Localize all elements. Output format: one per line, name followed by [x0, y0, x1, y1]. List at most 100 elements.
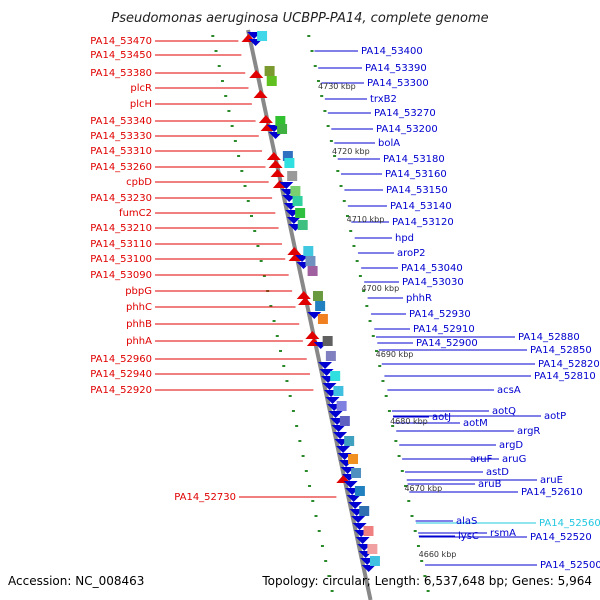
left-gene-label: fumC2: [119, 208, 152, 219]
right-gene-label: PA14_52810: [534, 371, 596, 382]
reverse-gene-arrow: [343, 481, 358, 488]
left-gene-label: plcH: [130, 99, 152, 110]
ruler-label: 4680 kbp: [390, 417, 428, 426]
right-gene-label: rsmA: [490, 528, 516, 539]
gene-block: [312, 291, 323, 301]
right-gene-label: PA14_53030: [402, 277, 464, 288]
gene-labels: PA14_53470PA14_53450PA14_53380plcRplcHPA…: [90, 36, 600, 571]
forward-gene-arrow: [287, 247, 302, 255]
gene-block: [264, 66, 275, 76]
reverse-gene-arrow: [333, 432, 348, 439]
left-gene-label: phhB: [126, 319, 152, 330]
ruler-label: 4660 kbp: [419, 550, 457, 559]
right-gene-label: argR: [517, 426, 540, 437]
right-gene-label: PA14_52880: [518, 332, 580, 343]
reverse-gene-arrow: [351, 516, 366, 523]
gene-block: [348, 454, 359, 464]
right-gene-label: PA14_53120: [392, 217, 454, 228]
left-gene-label: pbpG: [125, 286, 152, 297]
gene-features: [241, 31, 380, 572]
left-gene-label: PA14_52940: [90, 369, 152, 380]
label-leaders: [155, 40, 541, 566]
accession-text: Accession: NC_008463: [8, 574, 145, 588]
right-gene-label: PA14_52900: [416, 338, 478, 349]
left-gene-label: PA14_53110: [90, 239, 152, 250]
right-gene-label: aotP: [544, 411, 566, 422]
reverse-gene-arrow: [355, 537, 370, 544]
gene-block: [315, 301, 326, 311]
gene-block: [305, 256, 316, 266]
left-gene-label: PA14_53100: [90, 254, 152, 265]
gene-block: [266, 76, 277, 86]
right-gene-label: bolA: [378, 138, 400, 149]
reverse-gene-arrow: [346, 495, 361, 502]
right-gene-label: PA14_53040: [401, 263, 463, 274]
right-gene-label: PA14_52500: [540, 560, 600, 571]
gene-block: [275, 116, 286, 126]
reverse-gene-arrow: [331, 425, 346, 432]
left-gene-label: PA14_53090: [90, 270, 152, 281]
right-gene-label: aroP2: [397, 248, 426, 259]
gene-block: [325, 351, 336, 361]
gene-block: [369, 556, 380, 566]
left-gene-label: PA14_53450: [90, 50, 152, 61]
right-gene-label: PA14_53400: [361, 46, 423, 57]
left-gene-label: plcR: [130, 83, 152, 94]
left-gene-label: PA14_53340: [90, 116, 152, 127]
gene-block: [354, 486, 365, 496]
gene-block: [257, 31, 268, 41]
gene-block: [317, 314, 328, 324]
right-gene-label: PA14_52560: [539, 518, 600, 529]
gene-block: [277, 124, 288, 134]
right-gene-label: PA14_52930: [409, 309, 471, 320]
ruler-label: 4720 kbp: [332, 147, 370, 156]
right-gene-label: PA14_52610: [521, 487, 583, 498]
reverse-gene-arrow: [286, 217, 301, 224]
reverse-gene-arrow: [328, 411, 343, 418]
forward-gene-arrow: [253, 90, 268, 98]
ruler-label: 4670 kbp: [404, 484, 442, 493]
right-gene-label: aotM: [463, 418, 488, 429]
right-gene-label: PA14_53150: [386, 185, 448, 196]
reverse-gene-arrow: [352, 523, 367, 530]
gene-block: [344, 436, 355, 446]
map-title: Pseudomonas aeruginosa UCBPP-PA14, compl…: [111, 11, 488, 26]
left-gene-label: PA14_53310: [90, 146, 152, 157]
right-gene-label: PA14_53200: [376, 124, 438, 135]
right-gene-label: phhR: [406, 293, 432, 304]
forward-gene-arrow: [270, 169, 285, 177]
gene-block: [284, 158, 295, 168]
gene-block: [333, 386, 344, 396]
left-gene-label: PA14_53380: [90, 68, 152, 79]
right-gene-label: argD: [499, 440, 523, 451]
gene-block: [295, 208, 306, 218]
left-gene-label: PA14_53260: [90, 162, 152, 173]
reverse-gene-arrow: [325, 397, 340, 404]
right-gene-label: PA14_52910: [413, 324, 475, 335]
gene-block: [297, 220, 308, 230]
reverse-gene-arrow: [322, 383, 337, 390]
left-gene-label: cpbD: [126, 177, 152, 188]
gene-block: [282, 151, 293, 161]
forward-gene-arrow: [298, 297, 313, 305]
right-gene-label: trxB2: [370, 94, 397, 105]
right-gene-label: PA14_53160: [385, 169, 447, 180]
right-gene-label: PA14_53270: [374, 108, 436, 119]
right-gene-label: PA14_52820: [538, 359, 600, 370]
right-gene-label: acsA: [497, 385, 521, 396]
forward-gene-arrow: [296, 291, 311, 299]
right-gene-label: alaS: [456, 516, 477, 527]
reverse-gene-arrow: [279, 182, 294, 189]
left-gene-label: phhC: [126, 302, 152, 313]
gene-block: [287, 171, 298, 181]
genome-summary-text: Topology: circular; Length: 6,537,648 bp…: [262, 574, 592, 588]
gene-block: [303, 246, 314, 256]
left-gene-label: PA14_53230: [90, 193, 152, 204]
gene-block: [336, 401, 347, 411]
right-gene-label: PA14_53140: [390, 201, 452, 212]
ruler-label: 4690 kbp: [376, 350, 414, 359]
chromosome-backbone: [246, 29, 373, 600]
gene-block: [367, 544, 378, 554]
